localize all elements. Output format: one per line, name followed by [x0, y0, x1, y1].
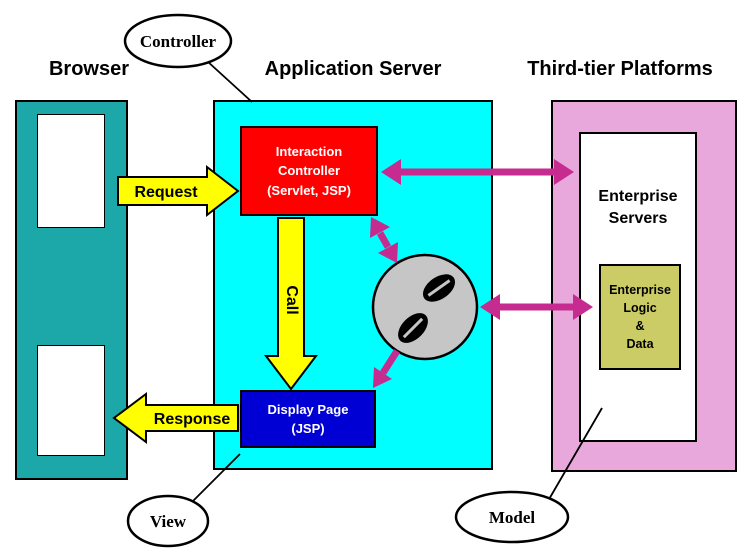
arrow-head: [480, 294, 500, 320]
coffee-bean-crease: [427, 279, 451, 297]
javabeans-icon: [371, 253, 479, 361]
arrow-shaft: [380, 349, 400, 375]
enterprise-logic-line: &: [635, 319, 645, 333]
interaction-controller-line: Interaction: [275, 143, 343, 159]
request-arrow: [117, 164, 240, 218]
browser-heading: Browser: [48, 58, 130, 80]
interaction-controller-box: Interaction Controller (Servlet, JSP): [240, 126, 378, 216]
browser-window-bottom: [37, 345, 105, 456]
arrow-head: [573, 294, 593, 320]
call-arrow: [263, 217, 319, 391]
arrow-head: [554, 159, 574, 185]
arrow-head: [381, 159, 401, 185]
controller-callout-ellipse: [123, 13, 233, 69]
view-callout-label: View: [150, 512, 187, 531]
third-tier-heading: Third-tier Platforms: [527, 58, 713, 80]
arrow-head: [373, 367, 392, 388]
beans-circle: [371, 253, 479, 361]
view-callout: View: [126, 494, 210, 548]
view-callout-line: [189, 453, 241, 505]
interaction-controller-line: (Servlet, JSP): [267, 182, 351, 198]
enterprise-servers-line: Enterprise: [598, 188, 678, 205]
arrow-shaft: [376, 231, 392, 249]
controller-callout: Controller: [123, 13, 233, 69]
application-server-heading: Application Server: [264, 58, 442, 80]
enterprise-logic-line: Enterprise: [609, 282, 671, 297]
controller-beans-arrow: [370, 217, 398, 263]
browser-panel: [15, 100, 128, 480]
view-callout-ellipse: [126, 494, 210, 548]
controller-callout-line: [206, 60, 253, 103]
browser-window-top: [37, 114, 105, 228]
model-callout-ellipse: [454, 490, 570, 544]
request-arrow-label: Request: [134, 184, 198, 201]
enterprise-servers-label: Enterprise Servers: [581, 186, 695, 231]
response-arrow: [112, 392, 239, 444]
beans-display-page-arrow: [373, 349, 400, 388]
controller-enterprise-arrow: [381, 159, 574, 185]
enterprise-logic-line: Logic: [623, 300, 657, 315]
arrow-head: [370, 217, 390, 238]
enterprise-logic-box: Enterprise Logic & Data: [599, 264, 681, 370]
call-arrow-label: Call: [283, 285, 300, 314]
enterprise-servers-box: Enterprise Servers Enterprise Logic & Da…: [579, 132, 697, 442]
model-callout: Model: [454, 490, 570, 544]
display-page-line: (JSP): [291, 421, 325, 436]
third-tier-panel: Enterprise Servers Enterprise Logic & Da…: [551, 100, 737, 472]
interaction-controller-line: Controller: [277, 163, 341, 179]
coffee-bean-crease: [402, 317, 424, 339]
display-page-box: Display Page (JSP): [240, 390, 376, 448]
enterprise-servers-line: Servers: [608, 210, 668, 228]
response-arrow-label: Response: [154, 411, 231, 428]
enterprise-logic-line: Data: [626, 337, 654, 352]
model-callout-line: [547, 407, 603, 502]
model-callout-label: Model: [489, 508, 536, 527]
arrow-head: [378, 242, 398, 263]
display-page-line: Display Page: [267, 401, 349, 417]
controller-callout-label: Controller: [140, 32, 217, 51]
beans-enterprise-logic-arrow: [480, 294, 593, 320]
